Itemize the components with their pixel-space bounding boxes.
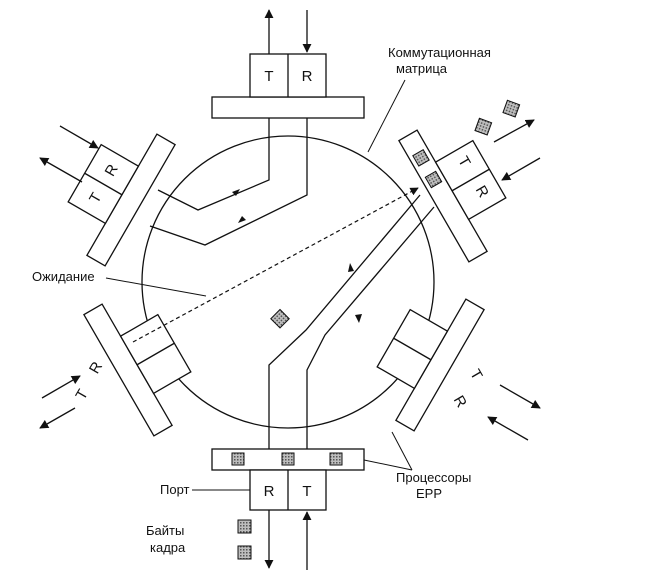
- label-processors-line1: Процессоры: [396, 470, 471, 485]
- port-lower-right: [376, 298, 485, 432]
- port-bottom: R T: [211, 448, 365, 570]
- arrow-lower-left-in: [41, 375, 81, 399]
- frame-packet: [474, 117, 493, 136]
- port-top: T R: [211, 9, 365, 119]
- port-lower-right-left-label: T: [466, 367, 485, 383]
- arrow-upper-left-out: [39, 157, 83, 183]
- port-top-left-label: T: [264, 68, 273, 85]
- label-matrix-line1: Коммутационная: [388, 45, 491, 60]
- arrow-lower-left-out: [39, 407, 76, 429]
- port-top-right-label: R: [302, 68, 313, 85]
- label-frame-bytes-line2: кадра: [150, 540, 186, 555]
- port-lower-left: [83, 303, 192, 437]
- port-lower-right-right-label: R: [450, 393, 470, 411]
- port-bottom-left-label: R: [264, 483, 275, 500]
- path-bottom-to-upper-right: [268, 194, 421, 449]
- label-frame-bytes-line1: Байты: [146, 523, 184, 538]
- arrow-lower-right-in: [487, 416, 529, 441]
- switching-matrix: [141, 135, 435, 429]
- label-processors-line2: EPP: [416, 486, 442, 501]
- port-lower-left-left-label: T: [72, 387, 91, 403]
- path-upper-right-to-bottom: [306, 206, 435, 449]
- arrow-lower-right-out: [499, 384, 541, 409]
- path-upper-left-to-top: [149, 118, 308, 246]
- port-bottom-right-label: T: [302, 483, 311, 500]
- port-lower-left-right-label: R: [86, 359, 106, 377]
- label-waiting: Ожидание: [32, 269, 95, 284]
- frame-packet: [237, 545, 252, 560]
- frame-packet: [270, 308, 290, 329]
- arrow-upper-left-in: [59, 125, 99, 149]
- port-upper-right: [398, 129, 507, 263]
- frame-packet: [502, 99, 521, 118]
- path-top-to-upper-left: [157, 118, 270, 211]
- arrow-upper-right-in: [501, 157, 541, 181]
- label-port: Порт: [160, 482, 190, 497]
- arrow-upper-right-out: [493, 119, 535, 143]
- waiting-path: [132, 187, 419, 343]
- port-upper-left: T R: [67, 133, 176, 267]
- frame-packet: [237, 519, 252, 534]
- label-matrix-line2: матрица: [396, 61, 448, 76]
